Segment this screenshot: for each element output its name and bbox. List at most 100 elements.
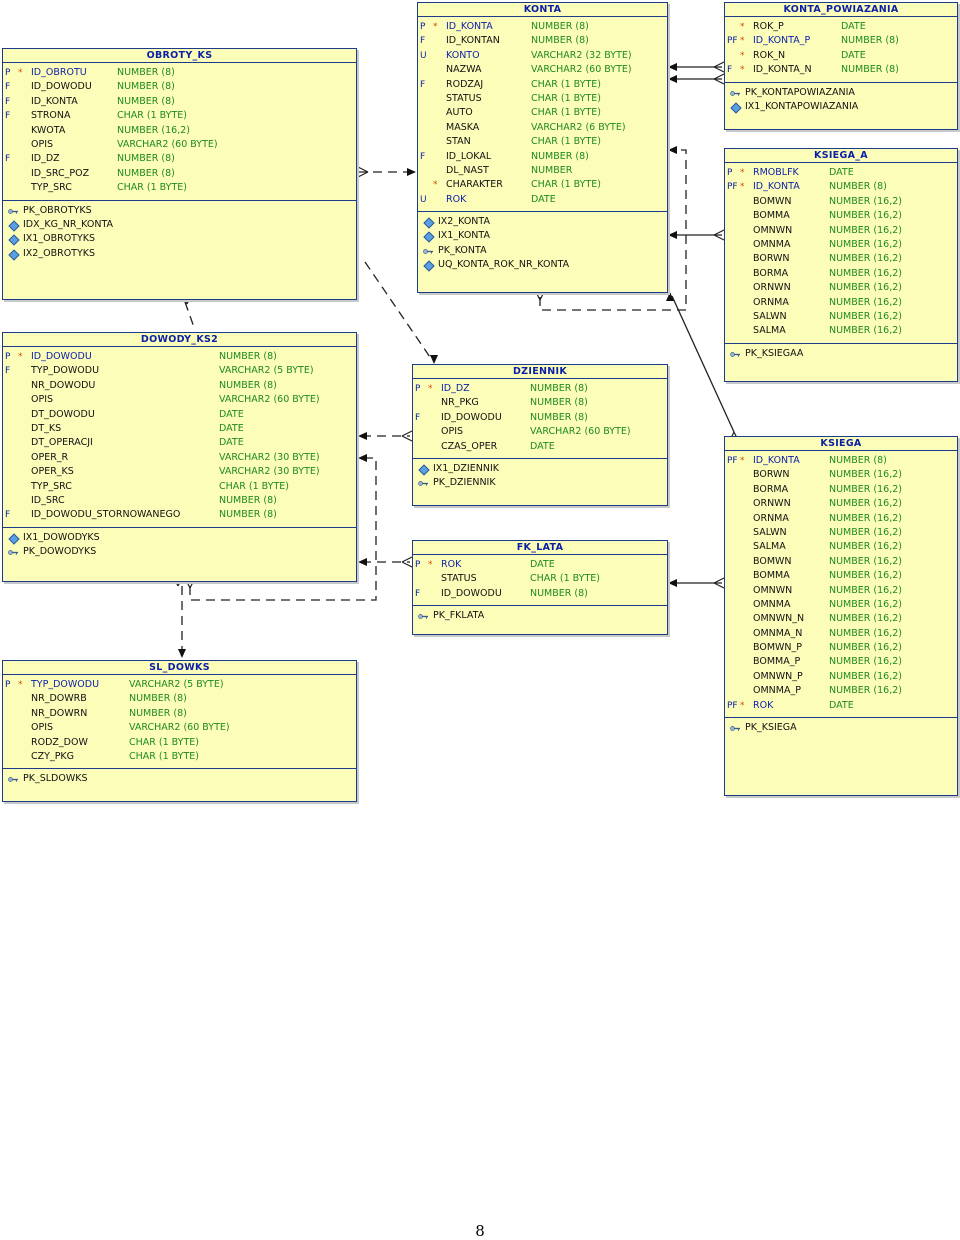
index-row[interactable]: UQ_KONTA_ROK_NR_KONTA (418, 258, 667, 272)
index-row[interactable]: PK_KONTAPOWIAZANIA (725, 86, 957, 100)
index-row[interactable]: IX2_OBROTYKS (3, 247, 356, 261)
index-row[interactable]: IX1_DZIENNIK (413, 462, 667, 476)
index-row[interactable]: PK_DOWODYKS (3, 545, 356, 559)
index-row[interactable]: IX1_KONTAPOWIAZANIA (725, 100, 957, 114)
index-row[interactable]: IX1_DOWODYKS (3, 531, 356, 545)
index-row[interactable]: IX1_OBROTYKS (3, 232, 356, 246)
index-row[interactable]: PK_KSIEGAA (725, 347, 957, 361)
index-row[interactable]: IX2_KONTA (418, 215, 667, 229)
index-row[interactable]: PK_FKLATA (413, 609, 667, 623)
index-row[interactable]: IX1_KONTA (418, 229, 667, 244)
index-row[interactable]: PK_OBROTYKS (3, 204, 356, 218)
index-row[interactable]: PK_SLDOWKS (3, 772, 356, 786)
index-row[interactable]: IDX_KG_NR_KONTA (3, 218, 356, 232)
index-row[interactable]: PK_KONTA (418, 244, 667, 258)
